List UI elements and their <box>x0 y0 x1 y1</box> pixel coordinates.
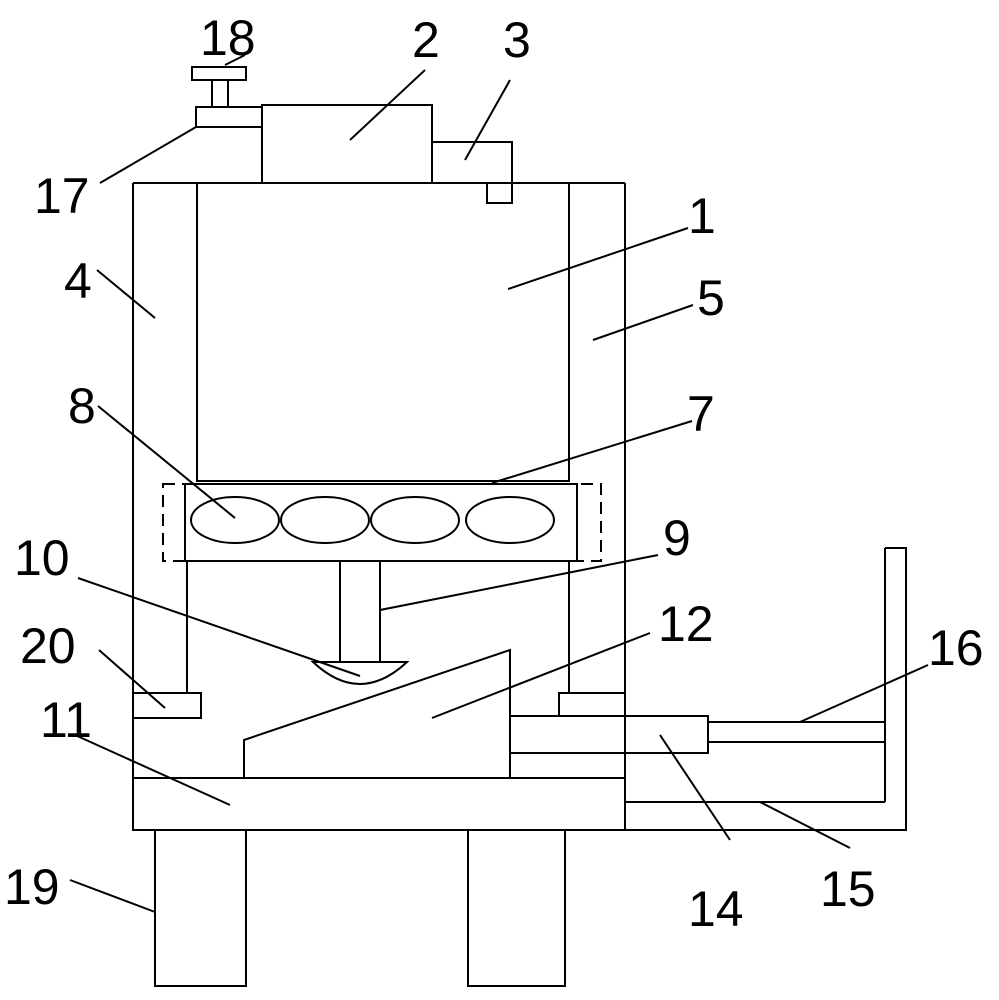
label-1: 1 <box>688 188 716 244</box>
label-19: 19 <box>4 859 60 915</box>
label-10: 10 <box>14 530 70 586</box>
label-12: 12 <box>658 596 714 652</box>
push-rod <box>708 721 885 743</box>
leader-lines <box>69 54 929 913</box>
main-tank <box>196 182 570 482</box>
left-leg <box>154 829 247 987</box>
label-14: 14 <box>688 881 744 937</box>
label-3: 3 <box>503 12 531 68</box>
label-15: 15 <box>820 861 876 917</box>
side-frame <box>625 547 907 831</box>
label-7: 7 <box>687 386 715 442</box>
label-17: 17 <box>34 168 90 224</box>
inlet-pipe <box>432 141 513 204</box>
handwheel <box>191 66 247 81</box>
valve-body <box>195 106 263 128</box>
label-4: 4 <box>64 253 92 309</box>
filter-balls <box>190 496 555 544</box>
right-ledge <box>558 692 626 717</box>
label-8: 8 <box>68 378 96 434</box>
outlet-pipe <box>339 561 381 662</box>
label-16: 16 <box>928 620 984 676</box>
right-leg <box>467 829 566 987</box>
label-11: 11 <box>40 692 92 748</box>
base-plate <box>132 777 626 831</box>
label-2: 2 <box>412 12 440 68</box>
callout-labels: 1 2 3 4 5 7 8 9 10 11 12 14 15 16 17 18 … <box>4 10 984 937</box>
label-9: 9 <box>663 510 691 566</box>
top-motor-block <box>261 104 433 184</box>
label-5: 5 <box>697 270 725 326</box>
label-20: 20 <box>20 618 76 674</box>
left-ledge <box>132 692 202 719</box>
push-cylinder <box>509 715 709 754</box>
valve-stem <box>211 79 229 108</box>
label-18: 18 <box>200 10 256 66</box>
left-support-column <box>132 182 198 830</box>
right-support-column <box>568 182 626 830</box>
filter-chamber <box>162 483 602 562</box>
inclined-table <box>243 648 511 778</box>
nozzle <box>310 661 410 685</box>
